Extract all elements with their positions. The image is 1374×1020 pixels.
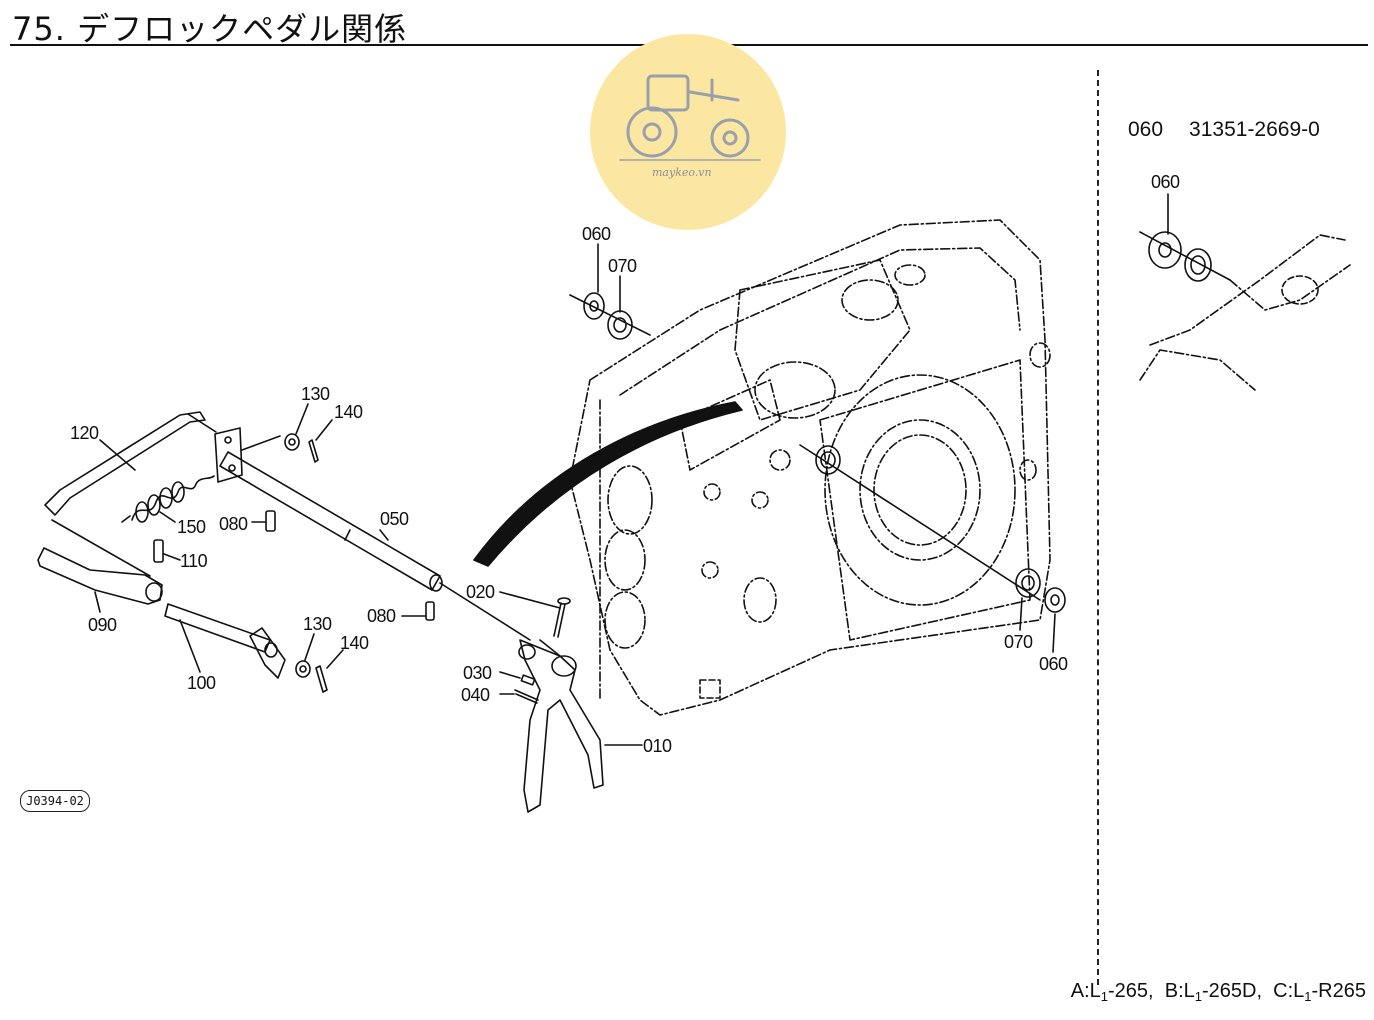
label-030: 030 xyxy=(463,663,492,683)
shaft-050 xyxy=(219,451,531,641)
label-080-a: 080 xyxy=(219,514,248,534)
watermark-text: maykeo.vn xyxy=(652,166,712,179)
model-applicability: A:L1-265, B:L1-265D, C:L1-R265 xyxy=(1070,980,1366,1004)
inset-label-060: 060 xyxy=(1151,172,1180,192)
inset-detail xyxy=(1139,193,1351,391)
washer-130-bottom xyxy=(295,660,311,678)
shaft-100 xyxy=(164,603,286,679)
section-divider xyxy=(1097,70,1099,985)
label-020: 020 xyxy=(466,582,495,602)
label-010: 010 xyxy=(643,736,672,756)
pedal-bracket xyxy=(214,427,281,483)
seal-centerline-top xyxy=(569,294,651,336)
pin-080-b xyxy=(425,601,435,621)
label-130-top: 130 xyxy=(301,384,330,404)
seal-060-top xyxy=(583,292,605,320)
pins-030-040 xyxy=(514,674,539,704)
label-060-top: 060 xyxy=(582,224,611,244)
side-part-reference: 060 31351-2669-0 xyxy=(1128,118,1346,142)
page-title: 75. デフロックペダル関係 xyxy=(12,10,408,48)
label-120: 120 xyxy=(70,423,99,443)
label-070-bottom: 070 xyxy=(1004,632,1033,652)
label-110: 110 xyxy=(180,551,208,571)
label-130-bottom: 130 xyxy=(303,614,332,634)
label-080-b: 080 xyxy=(367,606,396,626)
pin-080-a xyxy=(265,510,276,532)
shift-fork-010 xyxy=(518,639,604,813)
label-050: 050 xyxy=(380,509,409,529)
seal-060-bottom xyxy=(1044,587,1066,613)
drawing-ref-code: J0394-02 xyxy=(20,790,90,812)
rod-120 xyxy=(44,411,217,516)
transmission-housing xyxy=(569,219,1051,716)
washer-130-top xyxy=(284,433,300,451)
bearing-070-bottom xyxy=(1015,568,1041,598)
label-090: 090 xyxy=(88,615,117,635)
pedal-arm-090 xyxy=(37,519,163,605)
label-140-top: 140 xyxy=(334,402,363,422)
side-part-code: 060 xyxy=(1128,118,1164,141)
cotter-140-top xyxy=(308,439,319,463)
side-part-number: 31351-2669-0 xyxy=(1189,118,1320,141)
direction-arrow xyxy=(473,401,743,567)
pin-020 xyxy=(553,597,571,638)
label-100: 100 xyxy=(187,673,216,693)
watermark-logo xyxy=(590,34,786,230)
label-070-top: 070 xyxy=(608,256,637,276)
pin-110 xyxy=(153,539,164,563)
label-060-bottom: 060 xyxy=(1039,654,1068,674)
axle-centerline xyxy=(799,444,1041,601)
label-150: 150 xyxy=(177,517,206,537)
cotter-140-bottom xyxy=(315,665,328,693)
spring-150 xyxy=(121,475,215,523)
label-140-bottom: 140 xyxy=(340,633,369,653)
label-040: 040 xyxy=(461,685,490,705)
